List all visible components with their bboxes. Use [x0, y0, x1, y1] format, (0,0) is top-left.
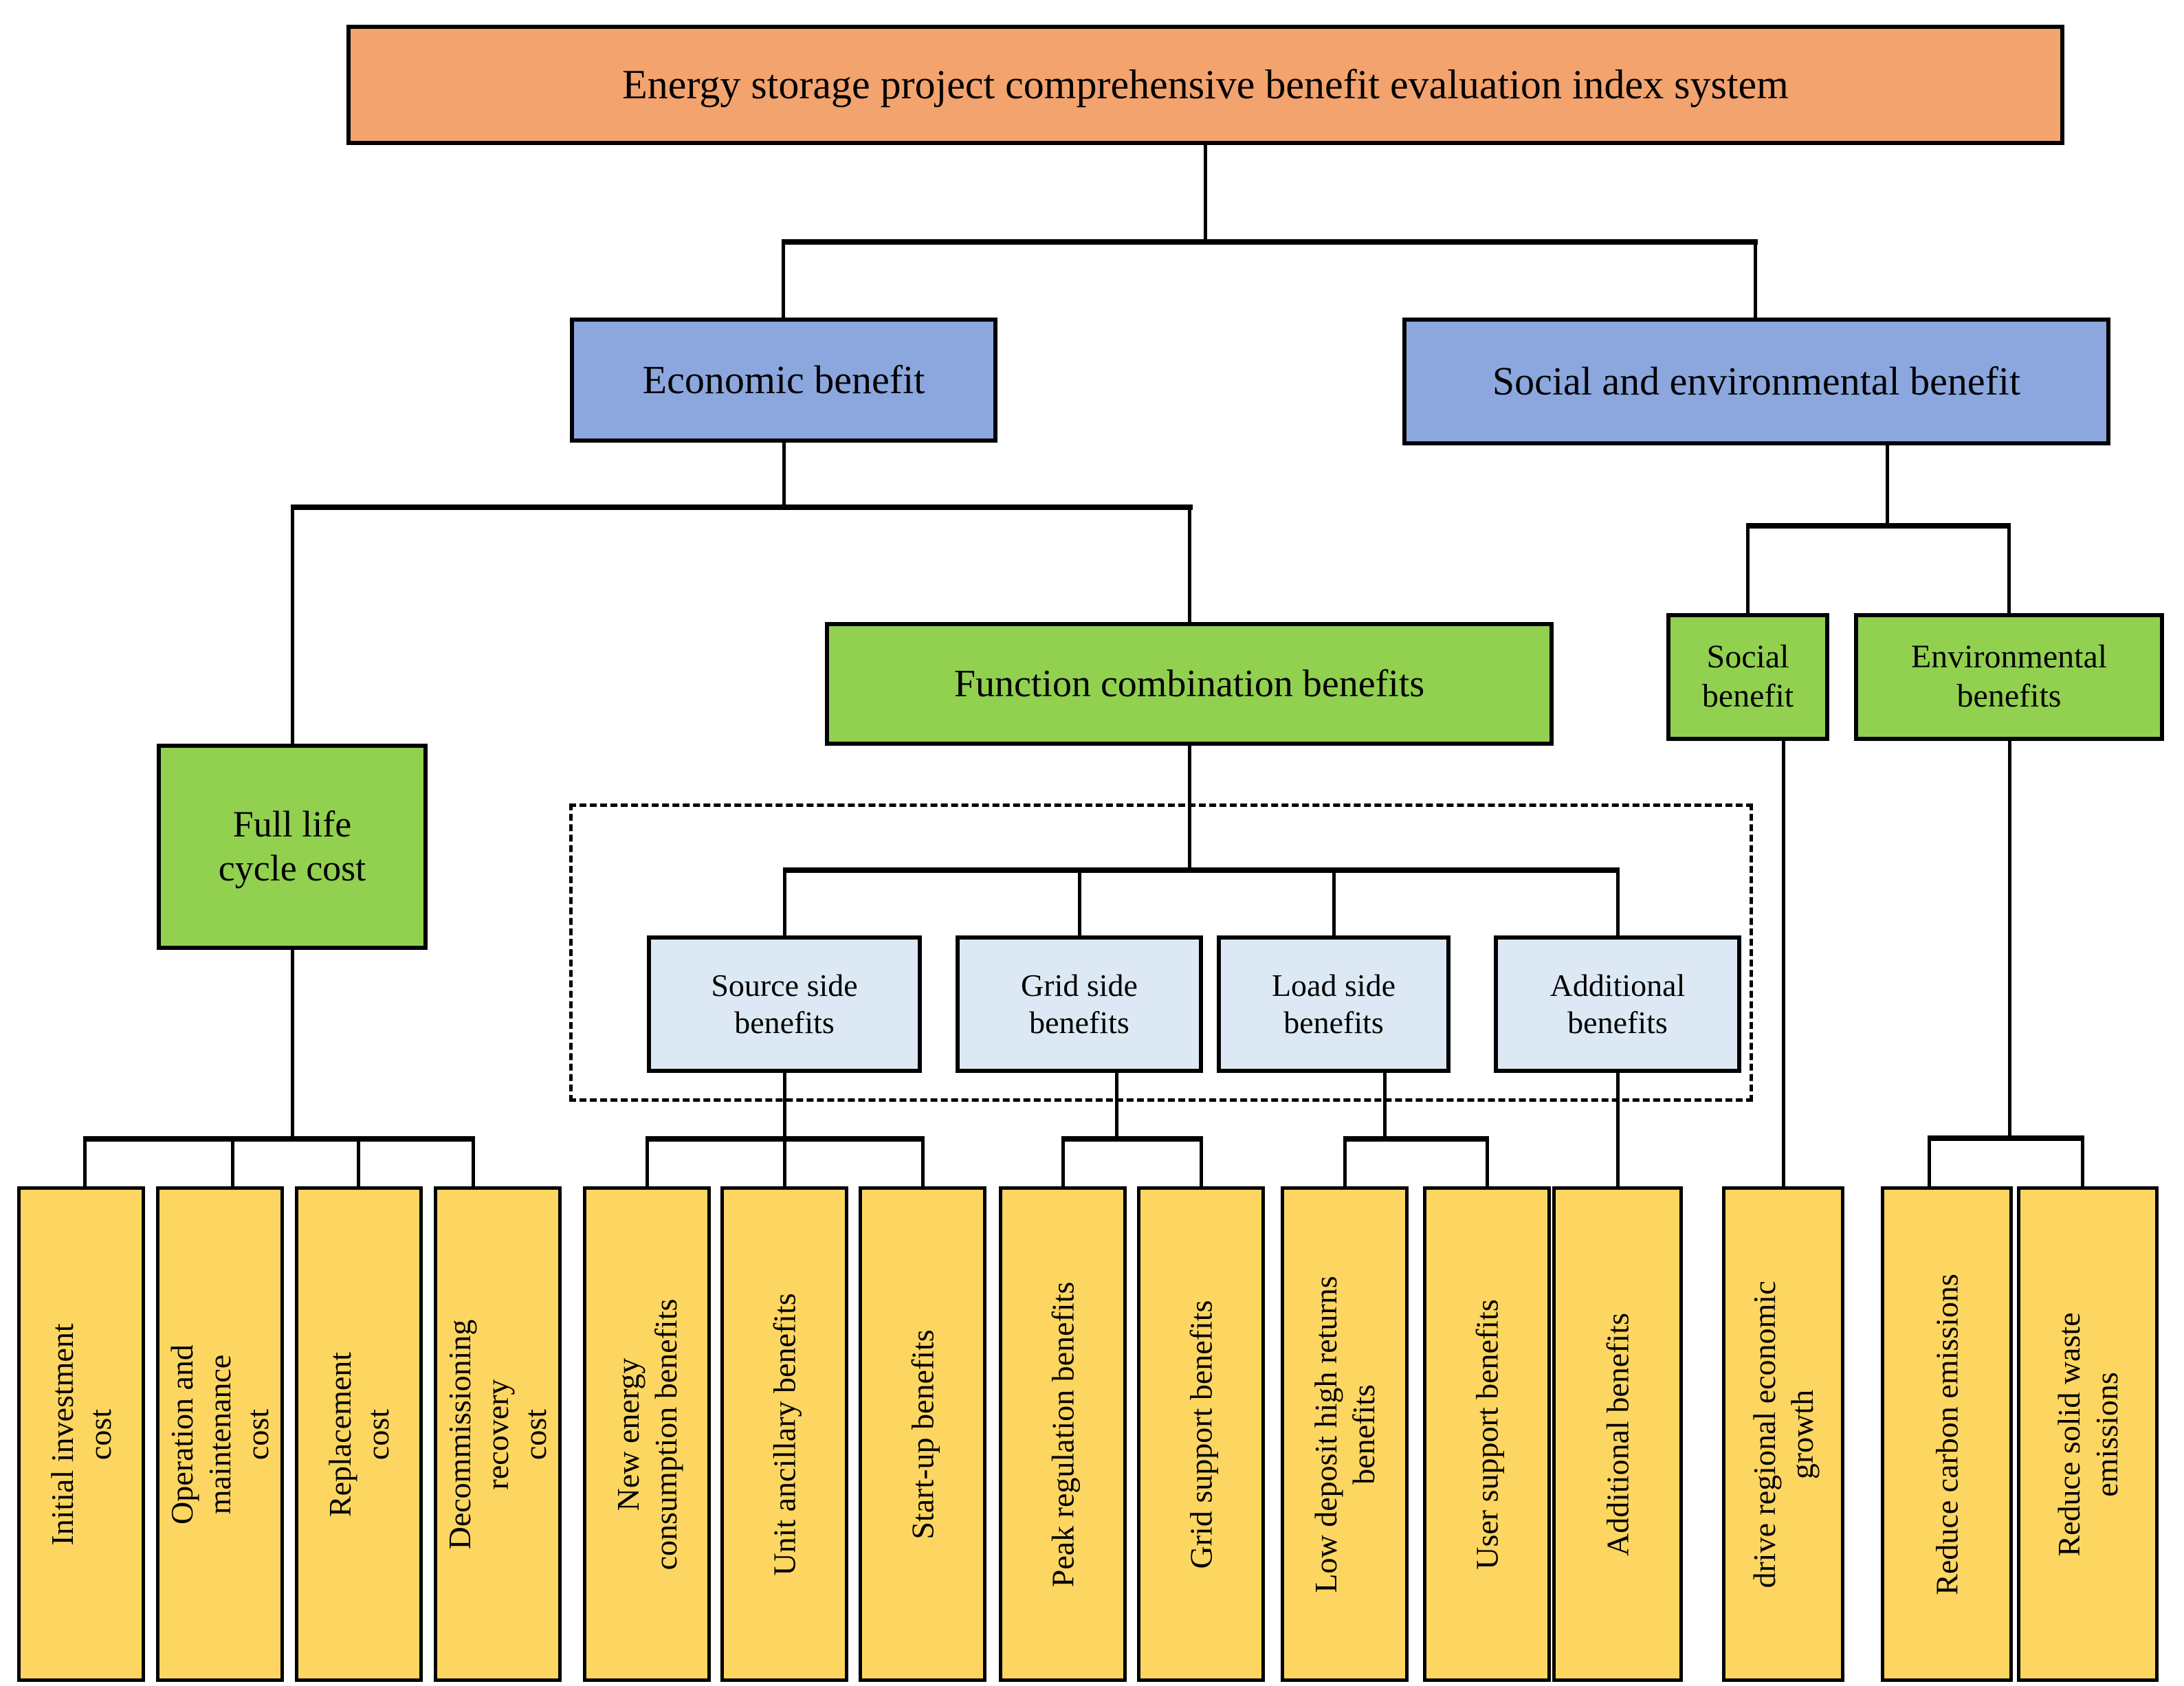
connector-line — [1188, 504, 1191, 622]
leaf-peak-regulation-benefits: Peak regulation benefits — [999, 1186, 1127, 1682]
connector-line — [1345, 1136, 1487, 1142]
leaf-label: Peak regulation benefits — [1045, 1281, 1081, 1587]
connector-line — [1747, 523, 2011, 529]
connector-line — [1782, 741, 1785, 1186]
connector-line — [1063, 1136, 1201, 1142]
connector-line — [2008, 741, 2011, 1138]
leaf-label: User support benefits — [1469, 1298, 1505, 1570]
leaf-operation-maintenance-cost: Operation and maintenance cost — [156, 1186, 284, 1682]
connector-line — [1616, 867, 1620, 935]
leaf-new-energy-consumption-benefits: New energy consumption benefits — [583, 1186, 711, 1682]
node-source-side-benefits: Source side benefits — [647, 935, 922, 1073]
connector-line — [1115, 1073, 1118, 1139]
connector-line — [1383, 1073, 1387, 1139]
connector-line — [2007, 523, 2011, 613]
connector-line — [1204, 145, 1207, 242]
node-social-environmental-benefit: Social and environmental benefit — [1402, 318, 2110, 445]
connector-line — [1061, 1136, 1065, 1186]
connector-line — [782, 239, 785, 318]
connector-line — [784, 867, 1619, 873]
leaf-low-deposit-high-returns-benefits: Low deposit high returns benefits — [1281, 1186, 1409, 1682]
leaf-grid-support-benefits: Grid support benefits — [1137, 1186, 1265, 1682]
leaf-label: Low deposit high returns benefits — [1308, 1275, 1381, 1593]
leaf-additional-benefits: Additional benefits — [1552, 1186, 1683, 1682]
leaf-start-up-benefits: Start-up benefits — [859, 1186, 986, 1682]
connector-line — [472, 1136, 475, 1186]
leaf-user-support-benefits: User support benefits — [1423, 1186, 1551, 1682]
connector-line — [783, 867, 786, 935]
connector-line — [1078, 867, 1081, 935]
connector-line — [1754, 239, 1757, 318]
node-function-combination-benefits: Function combination benefits — [825, 622, 1554, 746]
leaf-label: Grid support benefits — [1183, 1300, 1219, 1568]
connector-line — [1200, 1136, 1203, 1186]
leaf-replacement-cost: Replacement cost — [295, 1186, 423, 1682]
leaf-label: drive regional economic growth — [1746, 1280, 1820, 1588]
connector-line — [83, 1136, 87, 1186]
node-social-benefit: Social benefit — [1666, 613, 1829, 741]
connector-line — [291, 950, 294, 1139]
connector-line — [646, 1136, 649, 1186]
leaf-reduce-carbon-emissions: Reduce carbon emissions — [1881, 1186, 2013, 1682]
leaf-initial-investment-cost: Initial investment cost — [17, 1186, 145, 1682]
leaf-label: Operation and maintenance cost — [164, 1344, 276, 1524]
leaf-label: Unit ancillary benefits — [766, 1292, 802, 1576]
connector-line — [1486, 1136, 1489, 1186]
leaf-decommissioning-recovery-cost: Decommissioning recovery cost — [434, 1186, 562, 1682]
connector-line — [783, 1136, 786, 1186]
connector-line — [1343, 1136, 1347, 1186]
connector-line — [921, 1136, 925, 1186]
function-combination-group-outline — [569, 803, 1753, 1102]
leaf-unit-ancillary-benefits: Unit ancillary benefits — [720, 1186, 848, 1682]
connector-line — [783, 239, 1758, 245]
connector-line — [1188, 746, 1191, 870]
connector-line — [85, 1136, 473, 1142]
connector-line — [231, 1136, 234, 1186]
leaf-label: Replacement cost — [322, 1351, 395, 1517]
connector-line — [1746, 523, 1750, 613]
connector-line — [1928, 1135, 1931, 1186]
node-full-life-cycle-cost: Full life cycle cost — [157, 744, 428, 950]
node-environmental-benefits: Environmental benefits — [1854, 613, 2164, 741]
leaf-label: Reduce solid waste emissions — [2051, 1311, 2124, 1557]
node-additional-benefits-group: Additional benefits — [1494, 935, 1741, 1073]
leaf-label: Decommissioning recovery cost — [442, 1319, 553, 1549]
connector-line — [782, 442, 786, 510]
leaf-label: Additional benefits — [1600, 1312, 1635, 1556]
connector-line — [1886, 445, 1889, 526]
node-grid-side-benefits: Grid side benefits — [956, 935, 1203, 1073]
leaf-label: New energy consumption benefits — [610, 1298, 683, 1570]
connector-line — [291, 504, 294, 744]
connector-line — [1616, 1073, 1620, 1186]
node-root: Energy storage project comprehensive ben… — [346, 25, 2064, 145]
leaf-label: Start-up benefits — [905, 1329, 940, 1540]
leaf-label: Initial investment cost — [44, 1322, 118, 1546]
connector-line — [1929, 1135, 2084, 1141]
connector-line — [357, 1136, 360, 1186]
leaf-label: Reduce carbon emissions — [1929, 1273, 1965, 1595]
leaf-drive-regional-economic-growth: drive regional economic growth — [1722, 1186, 1844, 1682]
leaf-reduce-solid-waste-emissions: Reduce solid waste emissions — [2017, 1186, 2159, 1682]
node-economic-benefit: Economic benefit — [570, 318, 997, 443]
connector-line — [783, 1073, 786, 1139]
connector-line — [292, 504, 1193, 510]
node-load-side-benefits: Load side benefits — [1217, 935, 1451, 1073]
connector-line — [1332, 867, 1336, 935]
connector-line — [2081, 1135, 2084, 1186]
